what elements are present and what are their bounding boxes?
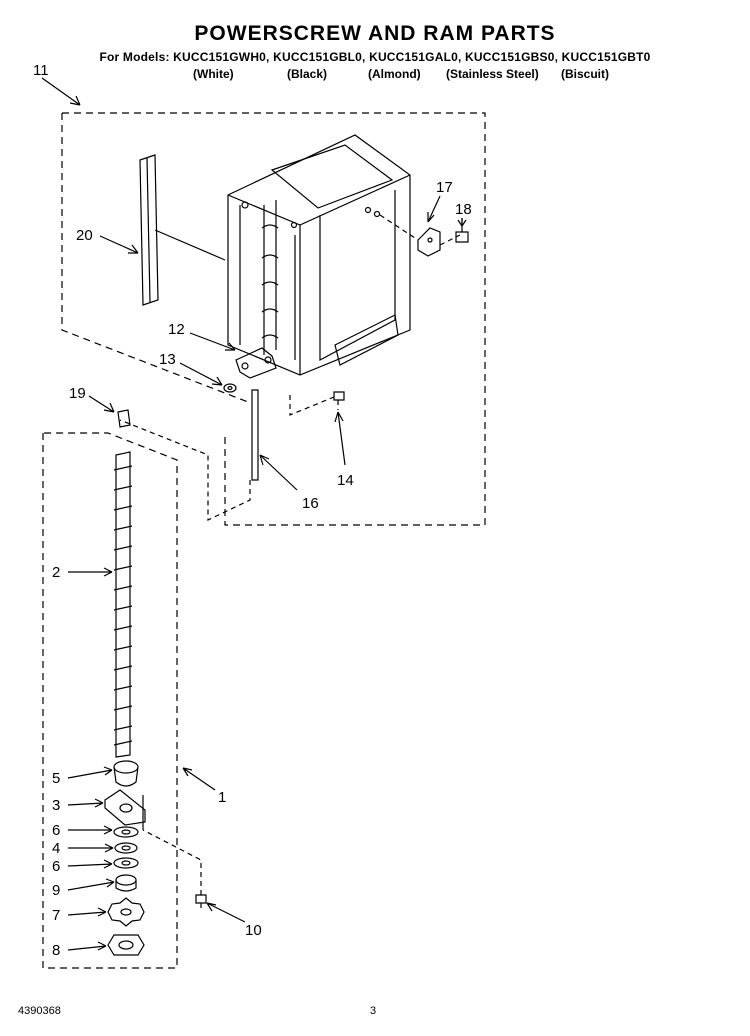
page-title: POWERSCREW AND RAM PARTS <box>194 22 556 45</box>
part-17-bracket <box>379 214 461 257</box>
part-16-pin <box>119 389 259 521</box>
callout-8: 8 <box>52 942 60 959</box>
part-14-screw <box>289 391 345 416</box>
callout-20: 20 <box>76 227 93 244</box>
color-biscuit: (Biscuit) <box>561 67 609 81</box>
callout-17: 17 <box>436 179 453 196</box>
part-20-strip <box>139 154 226 306</box>
callout-18: 18 <box>455 201 472 218</box>
callout-13: 13 <box>159 351 176 368</box>
assembly-1-boundary <box>42 432 178 969</box>
part-9-bushing <box>115 874 137 892</box>
part-6-washer-lower <box>113 857 139 869</box>
part-13-washer <box>223 383 237 393</box>
color-white: (White) <box>193 67 234 81</box>
callout-7: 7 <box>52 907 60 924</box>
color-stainless: (Stainless Steel) <box>446 67 539 81</box>
callout-5: 5 <box>52 770 60 787</box>
callout-14: 14 <box>337 472 354 489</box>
callout-12: 12 <box>168 321 185 338</box>
callout-4: 4 <box>52 840 60 857</box>
part-3-plate <box>104 789 146 830</box>
callout-2: 2 <box>52 564 60 581</box>
callout-11: 11 <box>33 62 49 79</box>
callout-3: 3 <box>52 797 60 814</box>
color-black: (Black) <box>287 67 328 81</box>
part-5-bearing <box>113 760 139 787</box>
part-10-screw <box>142 829 207 912</box>
callout-16: 16 <box>302 495 319 512</box>
part-number: 4390368 <box>18 1005 61 1017</box>
callout-10: 10 <box>245 922 262 939</box>
part-4-spacer <box>114 842 138 854</box>
part-6-washer-upper <box>113 826 139 838</box>
part-7-sprocket <box>107 897 145 927</box>
callout-19: 19 <box>69 385 86 402</box>
part-2-powerscrew <box>113 451 133 758</box>
page-number: 3 <box>370 1005 377 1017</box>
callout-9: 9 <box>52 882 60 899</box>
part-19-cap <box>117 409 131 428</box>
assembly-11-boundary <box>61 112 486 526</box>
ram-box-drawing <box>227 134 411 376</box>
model-list: For Models: KUCC151GWH0, KUCC151GBL0, KU… <box>99 50 651 64</box>
part-8-nut <box>107 934 145 956</box>
callout-6-upper: 6 <box>52 822 60 839</box>
callout-6-lower: 6 <box>52 858 60 875</box>
color-almond: (Almond) <box>368 67 421 81</box>
part-12-link <box>235 347 277 379</box>
callout-1: 1 <box>218 789 226 806</box>
